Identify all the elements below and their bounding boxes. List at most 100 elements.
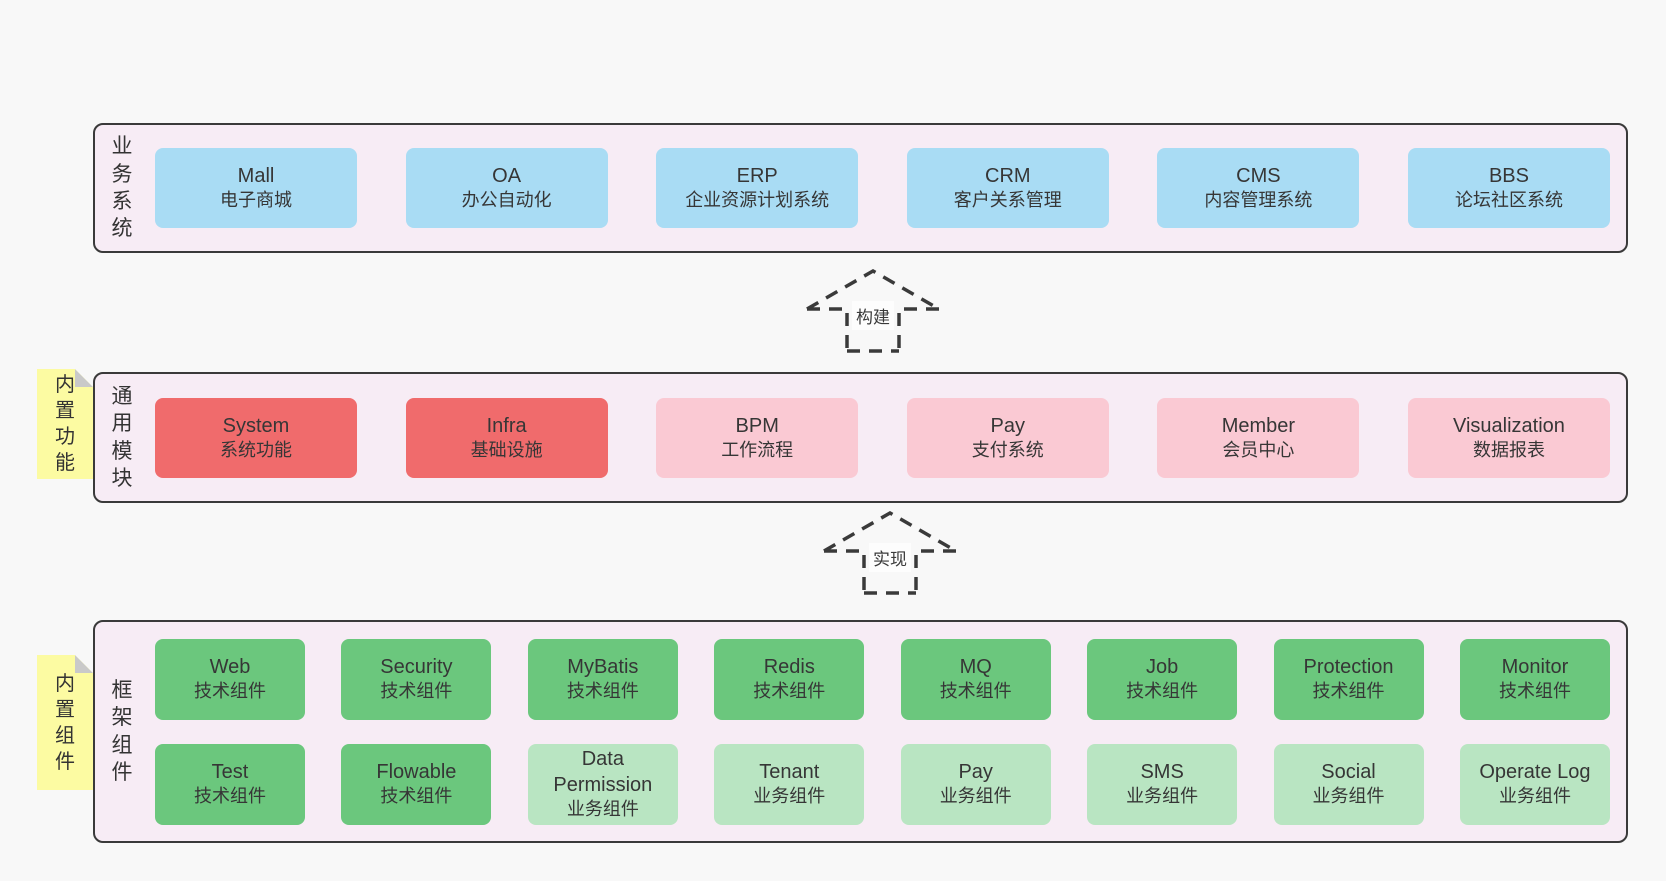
panel-label: 通用模块 xyxy=(111,384,133,490)
box-title: Data Permission xyxy=(553,748,653,797)
box-subtitle: 业务组件 xyxy=(753,786,826,807)
business-systems-panel: 业务系统 Mall 电子商城 OA 办公自动化 ERP 企业资源计划系统 CRM… xyxy=(93,123,1628,253)
box-title: Test xyxy=(211,761,249,784)
box-title: BPM xyxy=(735,414,779,437)
folded-corner-icon xyxy=(75,369,93,387)
box-title: SMS xyxy=(1140,761,1184,784)
box-subtitle: 论坛社区系统 xyxy=(1454,190,1563,211)
box-title: Tenant xyxy=(759,761,820,784)
box-title: Job xyxy=(1145,656,1179,679)
box-title: Social xyxy=(1321,761,1376,784)
box-title: Redis xyxy=(763,656,815,679)
box-subtitle: 业务组件 xyxy=(1312,786,1385,807)
box-subtitle: 技术组件 xyxy=(939,681,1012,702)
component-box-job: Job 技术组件 xyxy=(1087,638,1238,720)
box-subtitle: 技术组件 xyxy=(1312,681,1385,702)
component-box-test: Test 技术组件 xyxy=(155,743,305,825)
component-box-sms: SMS 业务组件 xyxy=(1087,743,1238,825)
framework-components-panel: 框架组件 Web 技术组件 Security 技术组件 MyBatis 技术组件… xyxy=(93,620,1628,843)
box-subtitle: 业务组件 xyxy=(1498,786,1571,807)
component-box-security: Security 技术组件 xyxy=(341,638,492,720)
box-subtitle: 技术组件 xyxy=(1498,681,1571,702)
box-subtitle: 系统功能 xyxy=(220,439,292,460)
box-title: Web xyxy=(209,656,251,679)
component-box-social: Social 业务组件 xyxy=(1273,743,1424,825)
module-box-infra: Infra 基础设施 xyxy=(405,397,608,478)
box-subtitle: 基础设施 xyxy=(470,439,543,460)
box-title: Flowable xyxy=(376,761,457,784)
box-title: Security xyxy=(380,656,453,679)
box-title: Member xyxy=(1221,414,1296,437)
box-subtitle: 支付系统 xyxy=(971,439,1044,460)
component-boxes-grid: Web 技术组件 Security 技术组件 MyBatis 技术组件 Redi… xyxy=(155,638,1626,825)
system-box-bbs: BBS 论坛社区系统 xyxy=(1407,148,1610,228)
component-box-web: Web 技术组件 xyxy=(155,638,305,720)
module-box-visualization: Visualization 数据报表 xyxy=(1407,397,1610,478)
folded-corner-icon xyxy=(75,655,93,673)
component-box-data-permission: Data Permission 业务组件 xyxy=(527,743,678,825)
box-title: Pay xyxy=(990,414,1026,437)
box-subtitle: 业务组件 xyxy=(1126,786,1199,807)
box-title: CRM xyxy=(985,165,1031,188)
box-subtitle: 技术组件 xyxy=(380,681,453,702)
system-box-crm: CRM 客户关系管理 xyxy=(906,148,1109,228)
box-title: OA xyxy=(492,165,522,188)
note-label: 内置功能 xyxy=(55,374,75,474)
box-subtitle: 技术组件 xyxy=(194,681,266,702)
module-box-bpm: BPM 工作流程 xyxy=(656,397,859,478)
box-subtitle: 电子商城 xyxy=(220,190,292,211)
build-arrow-label: 构建 xyxy=(852,301,894,330)
component-box-redis: Redis 技术组件 xyxy=(714,638,865,720)
builtin-components-note: 内置组件 xyxy=(37,655,93,790)
box-title: System xyxy=(222,414,290,437)
box-subtitle: 技术组件 xyxy=(1126,681,1199,702)
box-title: ERP xyxy=(736,165,778,188)
box-subtitle: 业务组件 xyxy=(566,799,639,820)
build-arrow: 构建 xyxy=(803,267,943,355)
box-title: Visualization xyxy=(1453,414,1565,437)
component-box-tenant: Tenant 业务组件 xyxy=(714,743,865,825)
common-modules-panel: 通用模块 System 系统功能 Infra 基础设施 BPM 工作流程 Pay… xyxy=(93,372,1628,503)
component-box-protection: Protection 技术组件 xyxy=(1273,638,1424,720)
module-box-pay: Pay 支付系统 xyxy=(906,397,1109,478)
module-boxes-row: System 系统功能 Infra 基础设施 BPM 工作流程 Pay 支付系统… xyxy=(155,397,1626,478)
module-box-member: Member 会员中心 xyxy=(1157,397,1360,478)
box-subtitle: 会员中心 xyxy=(1222,439,1295,460)
component-box-monitor: Monitor 技术组件 xyxy=(1459,638,1610,720)
box-subtitle: 企业资源计划系统 xyxy=(685,190,830,211)
box-title: CMS xyxy=(1236,165,1281,188)
component-box-operate-log: Operate Log 业务组件 xyxy=(1459,743,1610,825)
system-box-erp: ERP 企业资源计划系统 xyxy=(656,148,859,228)
system-box-oa: OA 办公自动化 xyxy=(405,148,608,228)
component-box-flowable: Flowable 技术组件 xyxy=(341,743,492,825)
component-box-mybatis: MyBatis 技术组件 xyxy=(527,638,678,720)
box-subtitle: 客户关系管理 xyxy=(953,190,1062,211)
box-title: MyBatis xyxy=(567,656,639,679)
box-subtitle: 内容管理系统 xyxy=(1204,190,1313,211)
box-title: Mall xyxy=(237,165,275,188)
builtin-features-note: 内置功能 xyxy=(37,369,93,479)
business-boxes-row: Mall 电子商城 OA 办公自动化 ERP 企业资源计划系统 CRM 客户关系… xyxy=(155,148,1626,228)
box-subtitle: 技术组件 xyxy=(194,786,266,807)
box-title: BBS xyxy=(1488,165,1529,188)
implement-arrow: 实现 xyxy=(820,509,960,597)
implement-arrow-label: 实现 xyxy=(869,543,911,572)
system-box-mall: Mall 电子商城 xyxy=(155,148,357,228)
box-subtitle: 数据报表 xyxy=(1472,439,1545,460)
component-box-mq: MQ 技术组件 xyxy=(900,638,1051,720)
box-title: Infra xyxy=(486,414,527,437)
box-title: Monitor xyxy=(1501,656,1569,679)
box-subtitle: 技术组件 xyxy=(566,681,639,702)
dashed-up-arrow-icon xyxy=(806,268,940,353)
box-title: Operate Log xyxy=(1479,761,1591,784)
box-subtitle: 技术组件 xyxy=(753,681,826,702)
box-subtitle: 技术组件 xyxy=(380,786,453,807)
box-subtitle: 办公自动化 xyxy=(461,190,552,211)
component-box-pay: Pay 业务组件 xyxy=(900,743,1051,825)
module-box-system: System 系统功能 xyxy=(155,397,357,478)
box-title: MQ xyxy=(959,656,992,679)
note-label: 内置组件 xyxy=(55,672,75,773)
panel-label: 业务系统 xyxy=(111,135,133,241)
box-subtitle: 工作流程 xyxy=(721,439,794,460)
